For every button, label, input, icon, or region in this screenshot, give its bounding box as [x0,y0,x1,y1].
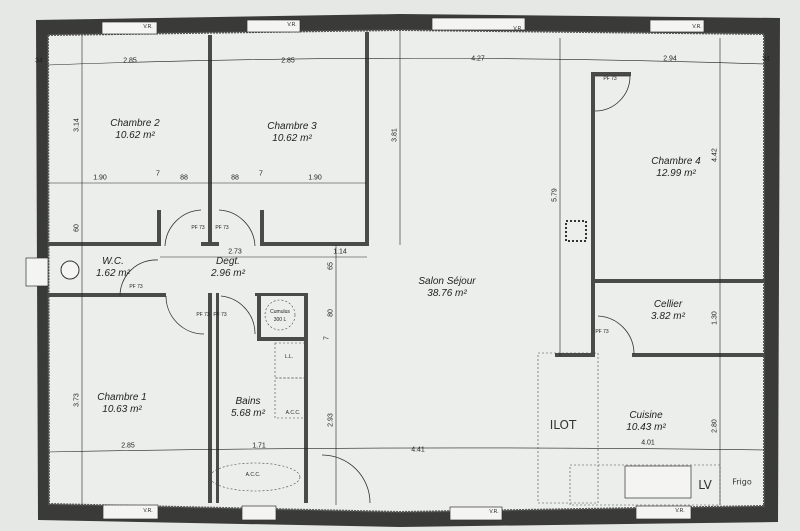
window-label: V.R. [143,508,153,514]
chimney-duct [565,220,587,242]
dimension: 7 [156,170,160,178]
window-label: V.R. [287,22,297,28]
dimension: 3.14 [73,118,81,132]
cumulus-capacity: 300 L [273,317,287,323]
kitchen-sink [624,465,692,499]
dimension: 4.27 [471,55,485,63]
dimension: 80 [327,309,335,317]
handwritten-lv: LV [698,478,712,492]
dimension: 2.73 [228,248,242,256]
dimension: 4.42 [711,148,719,162]
dimension: 5.79 [551,188,559,202]
dimension: 7 [259,170,263,178]
dimension: 1.30 [711,311,719,325]
dimension: 7 [323,336,331,340]
dimension: 88 [180,174,188,182]
dimension: 2.93 [327,413,335,427]
dimension: 2.94 [663,55,677,63]
door-swings [119,75,635,504]
window-label: V.R. [143,24,153,30]
dimension: 60 [73,224,81,232]
door-label: PF 73 [215,225,229,231]
room-degagement: Degt.2.96 m² [211,256,245,279]
dimension: 2.85 [281,57,295,65]
door-label: PF 73 [595,329,609,335]
furniture-outlines [209,299,721,506]
door-label: PF 73 [603,76,617,82]
dimension: 2.85 [123,57,137,65]
toilet [60,260,80,280]
dimension: 4.01 [641,439,655,447]
dimension: 34 [762,55,770,63]
dimension: 34 [35,57,43,65]
cumulus-label: Cumulus [270,309,290,315]
handwritten-ilot: ILOT [549,418,577,432]
door-label: PF 73 [129,284,143,290]
dimension: 2.80 [711,419,719,433]
door-label: PF 73 [213,312,227,318]
window-label: V.R. [489,509,499,515]
dimension: 3.81 [391,128,399,142]
door-label: PF 73 [191,225,205,231]
windows [25,17,705,521]
dimension: 65 [327,262,335,270]
dimension: 3.73 [73,393,81,407]
acc-label: A.C.C. [285,410,301,416]
dimension: 4.41 [411,446,425,454]
handwritten-frigo: Frigo [732,477,752,487]
dimension: 2.85 [121,442,135,450]
dimension-lines [47,30,765,505]
dimension: 1.14 [333,248,347,256]
interior-walls [48,32,765,503]
dimension: 88 [231,174,239,182]
dimension: 1.90 [308,174,322,182]
dimension: 1.90 [93,174,107,182]
dimension: 1.71 [252,442,266,450]
window-label: V.R. [692,24,702,30]
window-label: V.R. [675,508,685,514]
door-label: PF 73 [196,312,210,318]
interior-floor [48,30,764,512]
acc-label: A.C.C. [245,472,261,478]
washer-label: L.L. [284,354,294,360]
room-wc: W.C.1.62 m² [96,256,130,279]
window-label: V.R. [513,26,523,32]
